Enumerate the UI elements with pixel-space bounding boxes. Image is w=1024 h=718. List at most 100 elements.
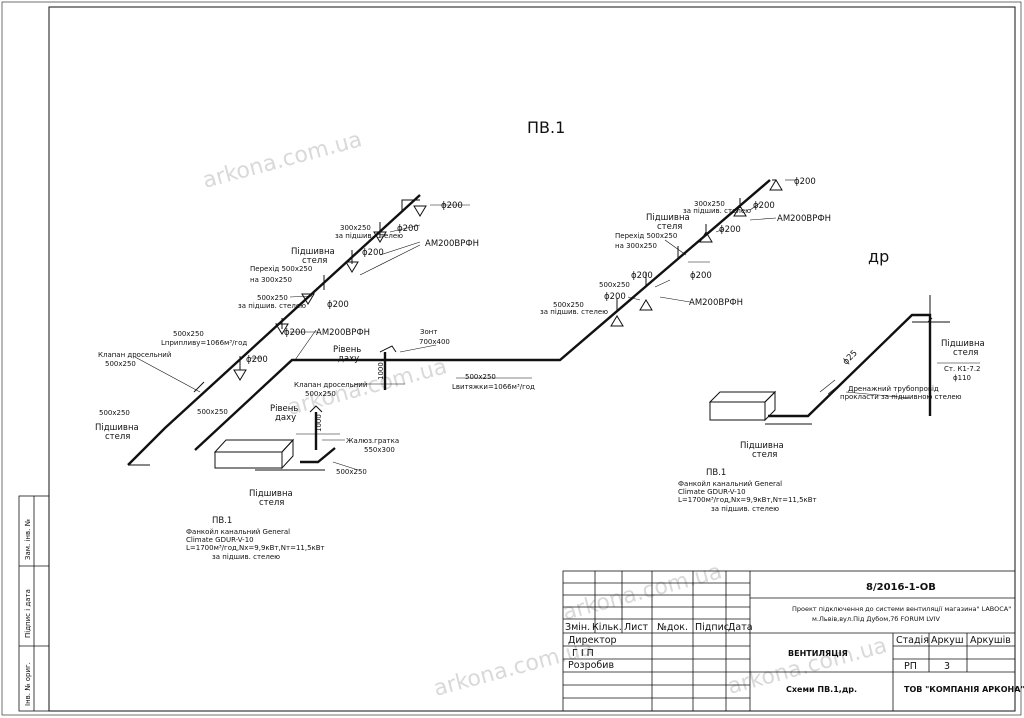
col-stage: Стадія [896,635,929,646]
height-label: 1000 [377,362,385,380]
dr-schematic: ϕ25 Підшивна стеля Ст. К1-7.2 ϕ110 Дрена… [678,295,985,513]
diffuser-d-label: ϕ200 [690,271,712,281]
diffuser-d-label: ϕ200 [327,300,349,310]
grille-size-label: 550x300 [364,446,395,454]
below-ceiling-label: за підшив. стелею [540,308,608,316]
umbrella-size-label: 700x400 [419,338,450,346]
duct-size-label: 500x250 [599,281,630,289]
duct-size-label: 500x250 [197,408,228,416]
pv1-labels: ϕ200 ϕ200 АМ200ВРФН ϕ200 ϕ200 ϕ200 АМ200… [95,177,831,561]
unit-perf-label: L=1700м³/год,Nх=9,9кВт,Nт=11,5кВт [186,544,325,552]
diffuser-d-label: ϕ200 [753,201,775,211]
ceiling-label: Підшивна [95,423,139,433]
fancoil-unit-pv1 [213,438,295,470]
ceiling-label: стеля [657,222,682,232]
ceiling-label: Підшивна [941,339,985,349]
transition-label: Перехід 500x250 [615,232,677,240]
ceiling-label: Підшивна [740,441,784,451]
unit-tag-label: ПВ.1 [212,516,232,526]
roof-level-label: даху [338,354,359,364]
col-sheets: Аркушів [970,635,1011,646]
watermark-3: arkona.com.ua [560,559,725,626]
diffuser-d-label: ϕ200 [719,225,741,235]
drain-label: Дренажний трубопровід [848,385,939,393]
diffuser-d-label: ϕ200 [604,292,626,302]
duct-size-label: 500x250 [173,330,204,338]
diffuser-type-label: АМ200ВРФН [689,298,743,308]
duct-size-label: 500x250 [105,360,136,368]
roof-level-label: Рівень [270,404,298,414]
section-name: ВЕНТИЛЯЦІЯ [788,649,848,658]
inner-frame [48,6,1016,712]
below-ceiling-label: за підшив. стелею [683,207,751,215]
stage-value: РП [904,661,917,672]
col-kilk: Кільк. [592,622,622,633]
diffuser-d-label: ϕ200 [246,355,268,365]
project-address: м.Львів,вул.Під Дубом,7б FORUM LVIV [812,615,941,623]
unit-name-label: Фанкойл канальний General [678,480,782,488]
side-stamp-sign-date: Підпис і дата [24,589,32,638]
ceiling-label: стеля [105,432,130,442]
company-name: ТОВ "КОМПАНІЯ АРКОНА" [904,685,1024,694]
unit-place-label: за підшив. стелею [711,505,779,513]
pv1-schematic [127,179,795,471]
role-gip: Г І П [572,648,594,659]
project-desc: Проект підключення до системи вентиляції… [792,605,1011,613]
supply-duct [127,194,421,466]
doc-code: 8/2016-1-ОВ [866,582,936,593]
watermark-1: arkona.com.ua [200,127,365,194]
diffuser-d-label: ϕ200 [362,248,384,258]
side-stamp-inv-orig: Інв. № ориг. [24,662,32,706]
grille-label: Жалюз.гратка [346,437,399,445]
col-lyst: Лист [624,622,649,633]
damper-label: Клапан дросельний [294,381,367,389]
role-developed: Розробив [568,660,614,671]
duct-size-label: 500x250 [305,390,336,398]
col-ndok: №док. [657,622,688,633]
duct-size-label: 500x250 [257,294,288,302]
diffuser-d-label: ϕ200 [284,328,306,338]
riser-label: Ст. К1-7.2 [944,365,981,373]
diffuser-d-label: ϕ200 [631,271,653,281]
height-label: 1000 [315,414,323,432]
col-pidp: Підпис [695,622,729,633]
duct-size-label: 500x250 [553,301,584,309]
transition-label: на 300x250 [250,276,292,284]
duct-size-label: 300x250 [340,224,371,232]
duct-size-label: 500x250 [465,373,496,381]
drain-label: прокласти за підшивною стелею [840,393,962,401]
duct-size-label: 300x250 [694,200,725,208]
drawing-name: Схеми ПВ.1,др. [786,685,857,694]
roof-level-label: даху [275,413,296,423]
diffuser-type-label: АМ200ВРФН [425,239,479,249]
drain-pipe [768,313,932,418]
exhaust-flow-label: Lвитяжки=1066м³/год [452,383,535,391]
sheet-no-value: 3 [944,661,950,672]
transition-label: Перехід 500x250 [250,265,312,273]
supply-flow-label: Lприпливу=1066м³/год [161,339,247,347]
diffuser-icon [233,205,427,381]
diffuser-type-label: АМ200ВРФН [777,214,831,224]
diffuser-d-label: ϕ200 [441,201,463,211]
fancoil-unit-dr [708,390,777,422]
transition-label: на 300x250 [615,242,657,250]
unit-name-label: Фанкойл канальний General [186,528,290,536]
ceiling-label: стеля [259,498,284,508]
duct-size-label: 500x250 [99,409,130,417]
diffuser-type-label: АМ200ВРФН [316,328,370,338]
heading-pv1: ПВ.1 [527,118,565,137]
below-ceiling-label: за підшив. стелею [238,302,306,310]
duct-size-label: 500x250 [336,468,367,476]
ceiling-label: Підшивна [291,247,335,257]
roof-level-label: Рівень [333,345,361,355]
ceiling-label: Підшивна [646,213,690,223]
ceiling-label: стеля [953,348,978,358]
title-block: 8/2016-1-ОВ Проект підключення до систем… [562,570,1024,712]
below-ceiling-label: за підшив. стелею [335,232,403,240]
riser-d-label: ϕ110 [953,374,971,382]
unit-tag-label: ПВ.1 [706,468,726,478]
col-data: Дата [728,622,753,633]
side-stamp: Зам. інв. № Підпис і дата Інв. № ориг. [18,495,50,712]
